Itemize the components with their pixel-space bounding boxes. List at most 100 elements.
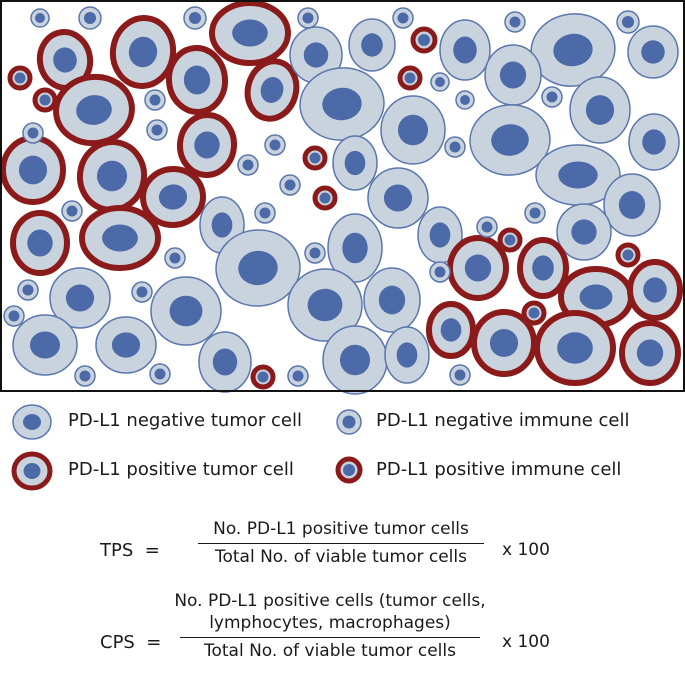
cps-numerator-line2: lymphocytes, macrophages) xyxy=(209,613,451,633)
immune-cell-positive xyxy=(397,65,423,91)
tumor-cell-positive xyxy=(471,309,537,377)
tumor-cell-negative xyxy=(299,67,385,141)
immune-cell-negative xyxy=(504,11,526,33)
immune-cell-negative xyxy=(392,7,414,29)
immune-cell-negative xyxy=(183,6,207,30)
tumor-cell-positive xyxy=(244,58,300,122)
tps-fraction: No. PD-L1 positive tumor cells Total No.… xyxy=(198,518,484,568)
immune-cell-negative xyxy=(237,154,259,176)
tumor-cell-negative xyxy=(569,76,631,144)
tps-multiplier: x 100 xyxy=(502,540,550,560)
immune-cell-negative xyxy=(144,89,166,111)
tumor-cell-negative xyxy=(363,267,421,333)
cps-label: CPS = xyxy=(100,632,162,653)
immune-cell-positive xyxy=(615,242,641,268)
immune-cell-negative xyxy=(297,7,319,29)
cps-multiplier: x 100 xyxy=(502,632,550,652)
cps-fraction: No. PD-L1 positive cells (tumor cells, l… xyxy=(174,590,485,662)
tumor-cell-negative xyxy=(627,25,679,79)
immune-cell-negative xyxy=(3,305,25,327)
tumor-cell-negative xyxy=(327,213,383,283)
tumor-cell-negative xyxy=(367,167,429,229)
tumor-cell-positive xyxy=(619,320,681,386)
tumor-cell-negative xyxy=(556,203,612,261)
immune-cell-negative xyxy=(430,72,450,92)
tumor-cell-negative xyxy=(603,173,661,237)
tumor-cell-negative xyxy=(380,95,446,165)
tumor-cell-negative xyxy=(49,267,111,329)
immune-cell-positive xyxy=(410,26,438,54)
immune-cell-negative xyxy=(455,90,475,110)
immune-cell-negative xyxy=(616,10,640,34)
immune-cell-negative xyxy=(279,174,301,196)
immune-cell-positive-icon xyxy=(335,456,363,484)
tumor-cell-positive xyxy=(176,112,238,178)
tumor-cell-negative xyxy=(215,229,301,307)
tumor-cell-positive xyxy=(79,205,161,271)
immune-cell-negative xyxy=(149,363,171,385)
tumor-cell-negative xyxy=(95,316,157,374)
tumor-cell-positive xyxy=(140,165,206,229)
tumor-cell-positive xyxy=(36,29,94,91)
immune-cell-negative xyxy=(22,122,44,144)
tumor-cell-negative xyxy=(384,326,430,384)
immune-cell-negative xyxy=(78,6,102,30)
tumor-cell-positive xyxy=(426,301,476,359)
immune-cell-negative xyxy=(429,261,451,283)
immune-cell-negative xyxy=(304,242,326,264)
tumor-cell-positive xyxy=(10,210,70,276)
immune-cell-negative xyxy=(61,200,83,222)
tumor-cell-negative xyxy=(198,331,252,393)
tumor-cell-negative xyxy=(469,104,551,176)
tumor-cell-positive xyxy=(109,15,177,89)
immune-cell-negative xyxy=(476,216,498,238)
immune-cell-negative xyxy=(541,86,563,108)
tumor-cell-positive xyxy=(517,237,569,299)
immune-cell-negative xyxy=(30,8,50,28)
immune-cell-negative xyxy=(444,136,466,158)
legend-label-immune-negative: PD-L1 negative immune cell xyxy=(376,410,630,431)
legend-label-tumor-positive: PD-L1 positive tumor cell xyxy=(68,459,294,480)
immune-cell-positive xyxy=(302,145,328,171)
immune-cell-negative xyxy=(74,365,96,387)
immune-cell-positive xyxy=(521,300,547,326)
immune-cell-negative xyxy=(146,119,168,141)
immune-cell-negative-icon xyxy=(336,409,362,435)
legend-label-tumor-negative: PD-L1 negative tumor cell xyxy=(68,410,302,431)
tumor-cell-negative xyxy=(439,19,491,81)
immune-cell-positive xyxy=(32,87,58,113)
tumor-cell-negative xyxy=(628,113,680,171)
immune-cell-negative xyxy=(131,281,153,303)
immune-cell-positive xyxy=(312,185,338,211)
tumor-cell-negative xyxy=(332,135,378,191)
tps-numerator: No. PD-L1 positive tumor cells xyxy=(213,519,469,539)
tumor-cell-negative xyxy=(348,18,396,72)
tumor-cell-positive-icon xyxy=(11,451,53,491)
tumor-cell-negative xyxy=(484,44,542,106)
immune-cell-negative xyxy=(287,365,309,387)
immune-cell-negative xyxy=(524,202,546,224)
tumor-cell-positive xyxy=(446,235,510,301)
tumor-cell-positive xyxy=(534,310,616,386)
tumor-cell-positive xyxy=(0,135,66,205)
cps-numerator-line1: No. PD-L1 positive cells (tumor cells, xyxy=(174,591,486,611)
immune-cell-negative xyxy=(264,134,286,156)
immune-cell-positive xyxy=(497,227,523,253)
tumor-cell-positive xyxy=(627,259,683,321)
tumor-cell-negative-icon xyxy=(12,404,52,440)
immune-cell-negative xyxy=(449,364,471,386)
tumor-cell-negative xyxy=(530,13,616,87)
tumor-cell-negative xyxy=(417,206,463,264)
immune-cell-negative xyxy=(164,247,186,269)
tumor-cell-negative xyxy=(12,314,78,376)
immune-cell-positive xyxy=(250,364,276,390)
tumor-cell-positive xyxy=(209,0,291,66)
tissue-illustration xyxy=(0,0,685,395)
cps-numerator: No. PD-L1 positive cells (tumor cells, l… xyxy=(172,590,487,637)
tissue-frame xyxy=(0,0,685,392)
immune-cell-positive xyxy=(7,65,33,91)
legend-label-immune-positive: PD-L1 positive immune cell xyxy=(376,459,622,480)
tps-label: TPS = xyxy=(100,540,160,561)
tumor-cell-negative xyxy=(287,268,363,342)
tumor-cell-negative xyxy=(150,276,222,346)
